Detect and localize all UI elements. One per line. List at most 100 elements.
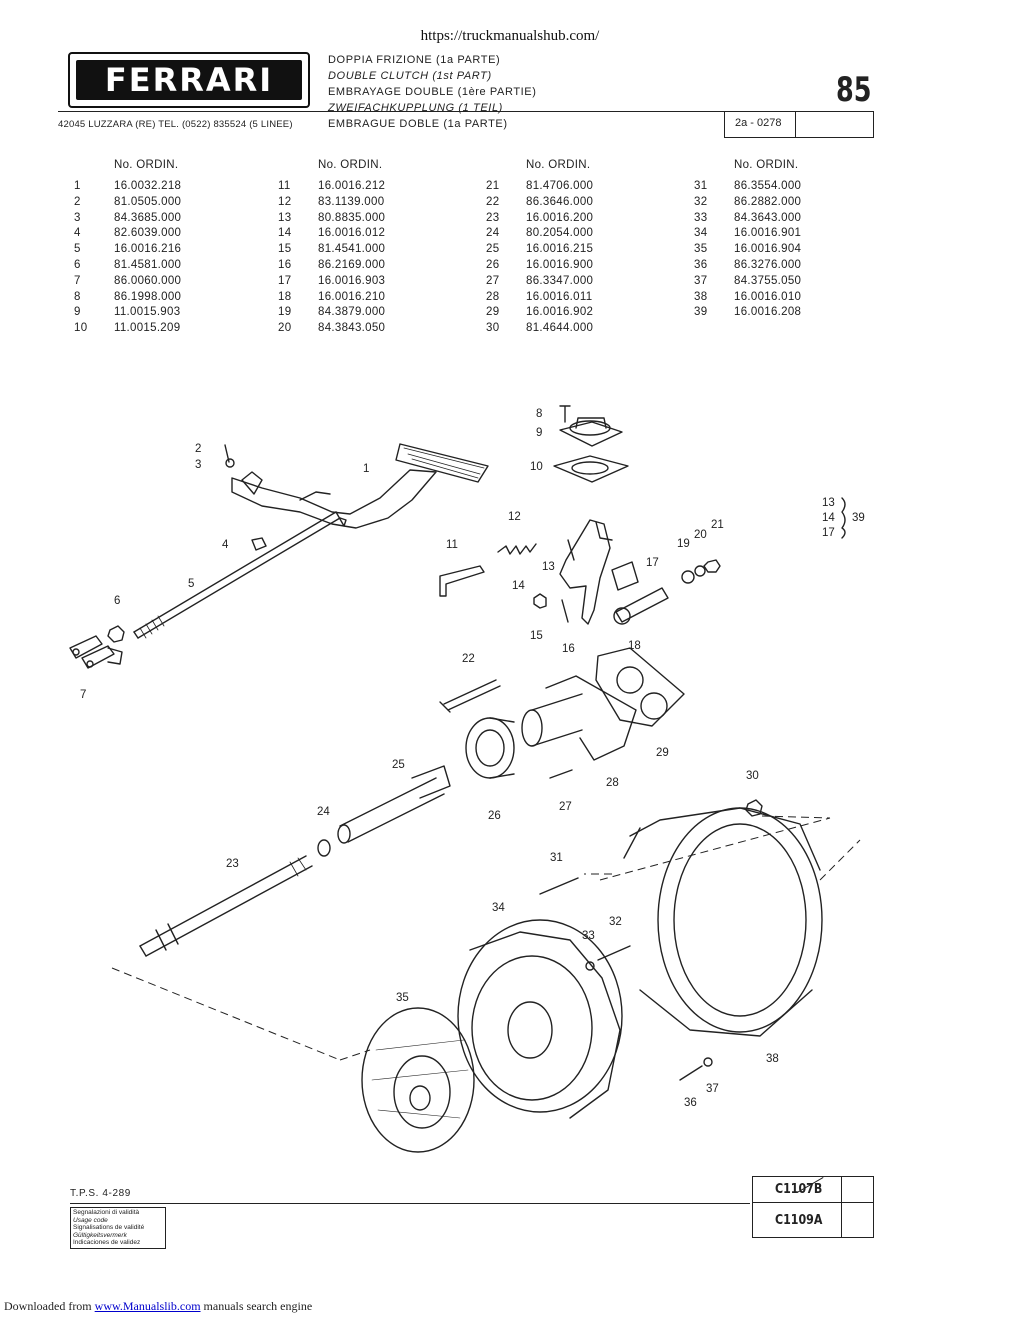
callout-1: 1 — [363, 463, 369, 475]
screw — [549, 769, 573, 779]
download-prefix: Downloaded from — [4, 1299, 95, 1313]
release-bearing — [465, 717, 515, 779]
order-number: 84.3643.000 — [734, 211, 802, 224]
parts-row: 8 86.1998.000 — [74, 290, 181, 306]
callout-35: 35 — [396, 992, 409, 1004]
validity-line: Indicaciones de validez — [73, 1239, 141, 1247]
clutch-disc — [361, 1007, 475, 1153]
bearing-sleeve — [521, 675, 637, 761]
reference-code: 2a - 0278 — [735, 117, 782, 129]
parts-row: 28 16.0016.011 — [486, 290, 593, 306]
callout-31: 31 — [550, 852, 563, 864]
order-number: 16.0016.011 — [526, 290, 593, 303]
callout-22: 22 — [462, 653, 475, 665]
item-number: 14 — [278, 227, 292, 240]
column-header: No. ORDIN. — [318, 159, 383, 171]
callout-5: 5 — [188, 578, 194, 590]
order-number: 86.2169.000 — [318, 258, 386, 271]
download-note: Downloaded from www.Manualslib.com manua… — [4, 1299, 312, 1314]
item-number: 19 — [278, 306, 292, 319]
parts-row: 19 84.3879.000 — [278, 305, 385, 321]
callout-8: 8 — [536, 408, 542, 420]
item-number: 33 — [694, 211, 708, 224]
order-number: 16.0016.010 — [734, 290, 802, 303]
title-es: EMBRAGUE DOBLE (1a PARTE) — [328, 118, 508, 130]
order-number: 86.2882.000 — [734, 195, 802, 208]
callout-13: 13 — [542, 561, 555, 573]
pressure-plate — [457, 919, 623, 1119]
order-number: 16.0016.901 — [734, 227, 802, 240]
superseded-code: C1107B — [775, 1182, 823, 1197]
item-number: 39 — [694, 306, 708, 319]
item-number: 35 — [694, 243, 708, 256]
assembly-line — [111, 967, 371, 1061]
spacer — [317, 839, 331, 857]
callout-33: 33 — [582, 930, 595, 942]
callout-3: 3 — [195, 459, 201, 471]
callout-29: 29 — [656, 747, 669, 759]
item-number: 37 — [694, 274, 708, 287]
manualslib-link[interactable]: www.Manualslib.com — [94, 1299, 201, 1313]
callout-21: 21 — [711, 519, 724, 531]
code-box-divider — [753, 1202, 873, 1203]
item-number: 28 — [486, 290, 500, 303]
callout-36: 36 — [684, 1097, 697, 1109]
order-number: 81.4541.000 — [318, 243, 386, 256]
callout-19: 19 — [677, 538, 690, 550]
callout-20: 20 — [694, 529, 707, 541]
order-number: 84.3879.000 — [318, 306, 386, 319]
nut — [703, 559, 721, 573]
parts-row: 26 16.0016.900 — [486, 258, 593, 274]
page-number: 85 — [836, 70, 872, 110]
validity-line: Gültigkeitsvermerk — [73, 1231, 127, 1239]
order-number: 86.1998.000 — [114, 290, 182, 303]
title-it: DOPPIA FRIZIONE (1a PARTE) — [328, 54, 501, 66]
order-number: 86.3554.000 — [734, 180, 802, 192]
item-number: 29 — [486, 306, 500, 319]
item-number: 8 — [74, 290, 81, 303]
callout-16: 16 — [562, 643, 575, 655]
bolt — [679, 1065, 703, 1081]
item-number: 38 — [694, 290, 708, 303]
item-number: 10 — [74, 322, 88, 335]
order-number: 16.0016.212 — [318, 180, 386, 192]
title-fr: EMBRAYAGE DOUBLE (1ère PARTIE) — [328, 86, 537, 98]
bracket — [439, 565, 485, 597]
footer-divider — [70, 1203, 750, 1204]
item-number: 23 — [486, 211, 500, 224]
item-number: 30 — [486, 322, 500, 335]
item-number: 3 — [74, 211, 81, 224]
validity-line: Usage code — [73, 1216, 108, 1224]
item-number: 9 — [74, 306, 81, 319]
item-number: 27 — [486, 274, 500, 287]
source-url[interactable]: https://truckmanualshub.com/ — [420, 28, 600, 44]
order-number: 16.0016.215 — [526, 243, 594, 256]
order-number: 16.0016.900 — [526, 258, 594, 271]
item-number: 6 — [74, 258, 81, 271]
item-number: 26 — [486, 258, 500, 271]
callout-labels: 1 2 3 4 5 6 7 8 9 10 11 12 13 14 15 16 1… — [80, 408, 865, 1109]
callout-18: 18 — [628, 640, 641, 652]
callout-26: 26 — [488, 810, 501, 822]
washer — [694, 565, 706, 577]
item-number: 1 — [74, 180, 81, 192]
callout-10: 10 — [530, 461, 543, 473]
reference-divider — [795, 111, 796, 137]
